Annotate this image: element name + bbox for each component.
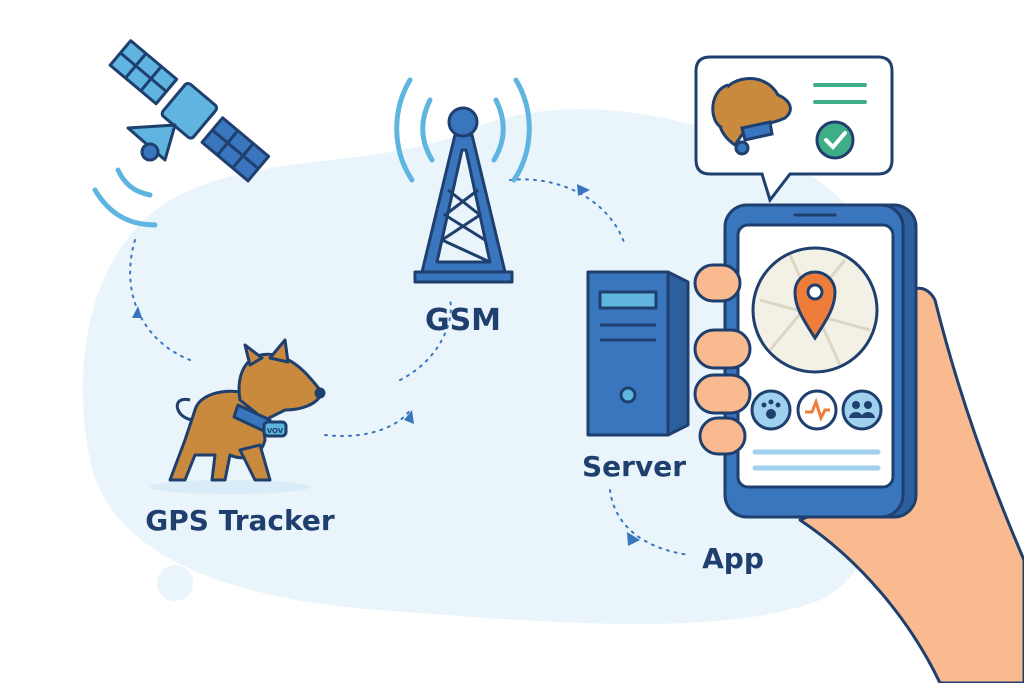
server-label: Server bbox=[582, 450, 686, 483]
dog-icon bbox=[150, 338, 326, 494]
app-label: App bbox=[702, 542, 764, 575]
background-blob bbox=[82, 109, 888, 624]
map-pin-icon bbox=[793, 270, 837, 341]
hand-fingers bbox=[693, 263, 752, 456]
satellite-signal-icon bbox=[92, 167, 158, 228]
smartphone-icon bbox=[723, 203, 918, 519]
cell-tower-icon bbox=[413, 106, 514, 284]
notification-bubble bbox=[694, 55, 894, 204]
collar-tag-text: VOV bbox=[267, 427, 284, 435]
gps-tracker-label: GPS Tracker bbox=[145, 504, 335, 537]
satellite-icon bbox=[108, 39, 271, 183]
dog-avatar-icon bbox=[711, 77, 792, 156]
phone-button-glyphs bbox=[761, 399, 875, 419]
tower-signal-icon bbox=[394, 77, 532, 183]
server-icon bbox=[586, 270, 690, 437]
background-bubble bbox=[157, 565, 193, 601]
users-icon[interactable] bbox=[841, 389, 883, 431]
arrow-heads bbox=[132, 184, 640, 546]
check-icon bbox=[815, 120, 855, 160]
gsm-label: GSM bbox=[425, 303, 501, 338]
